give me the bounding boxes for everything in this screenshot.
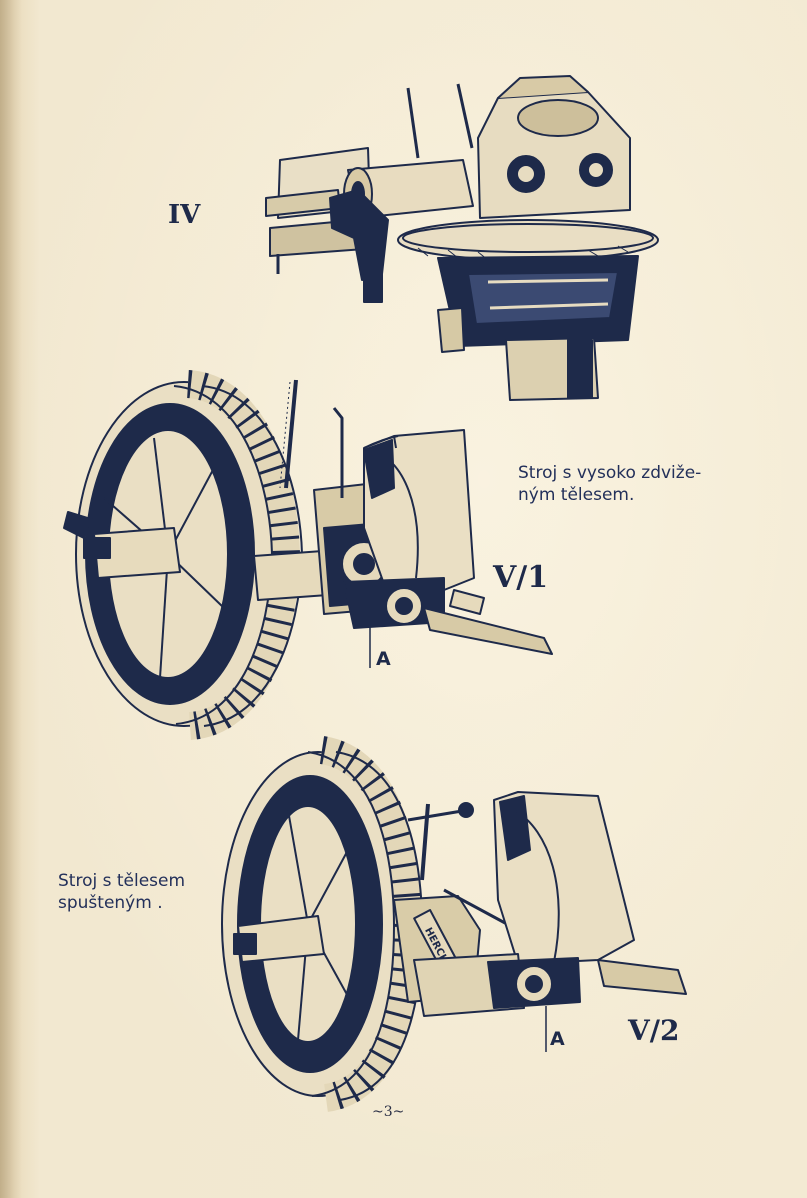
figure-v1-illustration bbox=[63, 370, 564, 740]
figure-v2-caption: Stroj s tělesem spušteným . bbox=[58, 870, 185, 914]
caption-line: Stroj s tělesem bbox=[58, 871, 186, 891]
figure-label-iv: IV bbox=[168, 200, 201, 230]
caption-line: Stroj s vysoko zdviže- bbox=[518, 463, 702, 483]
figure-label-v2: V/2 bbox=[628, 1014, 680, 1047]
binding-gutter-shadow bbox=[0, 0, 22, 1198]
figure-v1-drawing bbox=[63, 370, 553, 740]
figure-iv-drawing bbox=[265, 75, 659, 401]
figure-v1-callout-a: A bbox=[376, 648, 391, 670]
caption-line: ným tělesem. bbox=[518, 485, 635, 505]
figure-iv-illustration bbox=[258, 75, 659, 401]
page-number: ~3~ bbox=[372, 1104, 405, 1120]
figure-v2-drawing: HERCHAR bbox=[221, 736, 687, 1112]
figure-v1-caption: Stroj s vysoko zdviže- ným tělesem. bbox=[518, 462, 701, 506]
figure-v2-callout-a: A bbox=[550, 1028, 565, 1050]
figure-v2-illustration: HERCHAR bbox=[218, 736, 698, 1112]
figure-label-v1: V/1 bbox=[493, 560, 549, 595]
caption-line: spušteným . bbox=[58, 893, 163, 913]
